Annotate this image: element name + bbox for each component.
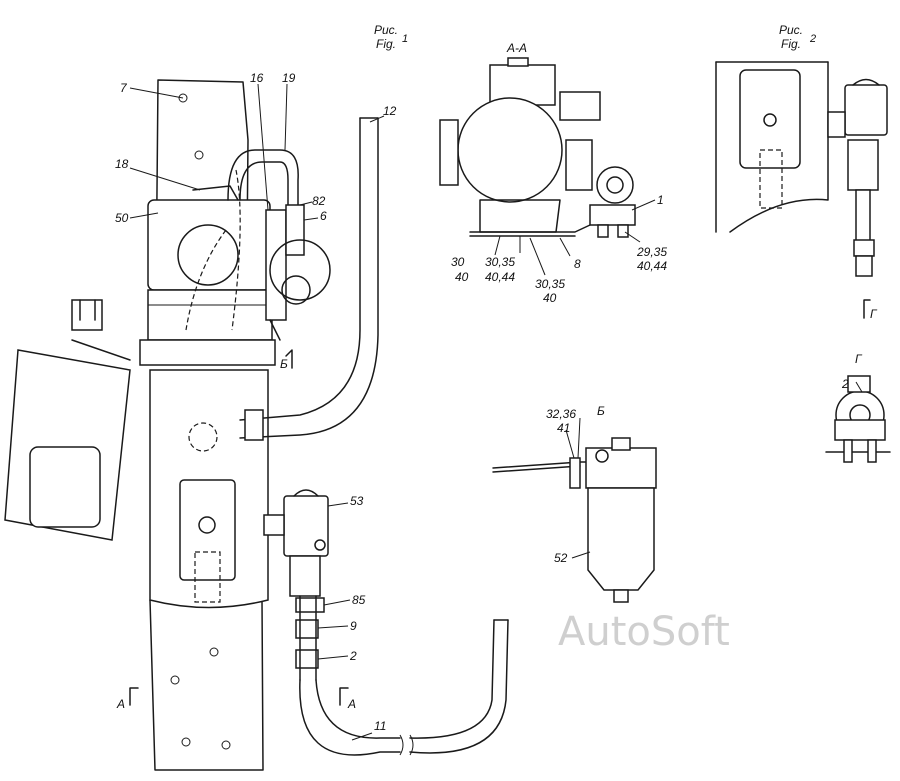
callout-18: 18: [115, 157, 129, 171]
callout-6: 6: [320, 209, 327, 223]
section-aa-view: [439, 57, 656, 276]
callout-aa-30: 30: [451, 255, 465, 269]
callout-aa-1: 1: [657, 193, 664, 207]
callout-11: 11: [374, 719, 386, 733]
section-aa-callouts: 1 29,35 40,44 8 30,35 40 30,35 40,44 30 …: [451, 193, 667, 305]
main-assembly-view: [4, 79, 509, 771]
callout-aa-40-44: 40,44: [637, 259, 667, 273]
callout-aa-8: 8: [574, 257, 581, 271]
separator-cup: [4, 299, 131, 541]
fig1-num: 1: [402, 33, 408, 45]
fig2-en: Fig.: [781, 37, 801, 51]
callout-aa-30-35-a: 30,35: [485, 255, 515, 269]
hose-11: [299, 679, 401, 756]
fig1-ru: Рис.: [374, 23, 398, 37]
main-leaders: [129, 83, 385, 741]
callout-g-2: 2: [841, 377, 849, 391]
tube-12: [239, 117, 361, 421]
fig2-ru: Рис.: [779, 23, 803, 37]
figure-titles: Рис. Fig. 1 Рис. Fig. 2: [374, 23, 816, 51]
callout-50: 50: [115, 211, 129, 225]
callout-b-32-36: 32,36: [546, 407, 576, 421]
view-arrow-g: Г: [870, 307, 878, 321]
callout-53: 53: [350, 494, 364, 508]
callout-b-52: 52: [554, 551, 568, 565]
callout-85: 85: [352, 593, 366, 607]
valve-6: [265, 204, 331, 341]
view-titles: А-А Б Г А А Б Г: [116, 41, 878, 711]
callout-9: 9: [350, 619, 357, 633]
section-aa-title: А-А: [506, 41, 527, 55]
callout-7: 7: [120, 81, 128, 95]
view-arrow-b: Б: [280, 357, 288, 371]
view-g-callouts: 2: [841, 377, 849, 391]
pump-53: [263, 489, 329, 597]
callout-aa-40-44-a: 40,44: [485, 270, 515, 284]
callout-19: 19: [282, 71, 296, 85]
fittings: [295, 595, 325, 681]
fig2-num: 2: [809, 33, 816, 45]
callout-2: 2: [349, 649, 357, 663]
callout-12: 12: [383, 104, 397, 118]
callout-82: 82: [312, 194, 326, 208]
section-arrow-a-left: А: [116, 697, 125, 711]
lower-tank: [149, 369, 269, 609]
main-callouts: 7 16 19 12 18 82 6 50 53 85 9 2 11: [115, 71, 397, 733]
tube-19: [227, 149, 299, 211]
fig1-en: Fig.: [376, 37, 396, 51]
view-b-callouts: 32,36 41 52: [546, 407, 576, 565]
view-b-title: Б: [597, 404, 605, 418]
view-g: [825, 375, 891, 463]
callout-aa-40: 40: [455, 270, 469, 284]
filter-housing-50: [139, 185, 276, 396]
callout-16: 16: [250, 71, 264, 85]
callout-aa-40-b: 40: [543, 291, 557, 305]
watermark: AutoSoft: [558, 609, 730, 655]
section-arrow-a-right: А: [347, 697, 356, 711]
view-b: [492, 417, 657, 603]
fig2-view: [715, 61, 888, 319]
callout-aa-29-35: 29,35: [636, 245, 667, 259]
callout-aa-30-35-b: 30,35: [535, 277, 565, 291]
view-g-title: Г: [855, 352, 863, 366]
callout-b-41: 41: [557, 421, 570, 435]
